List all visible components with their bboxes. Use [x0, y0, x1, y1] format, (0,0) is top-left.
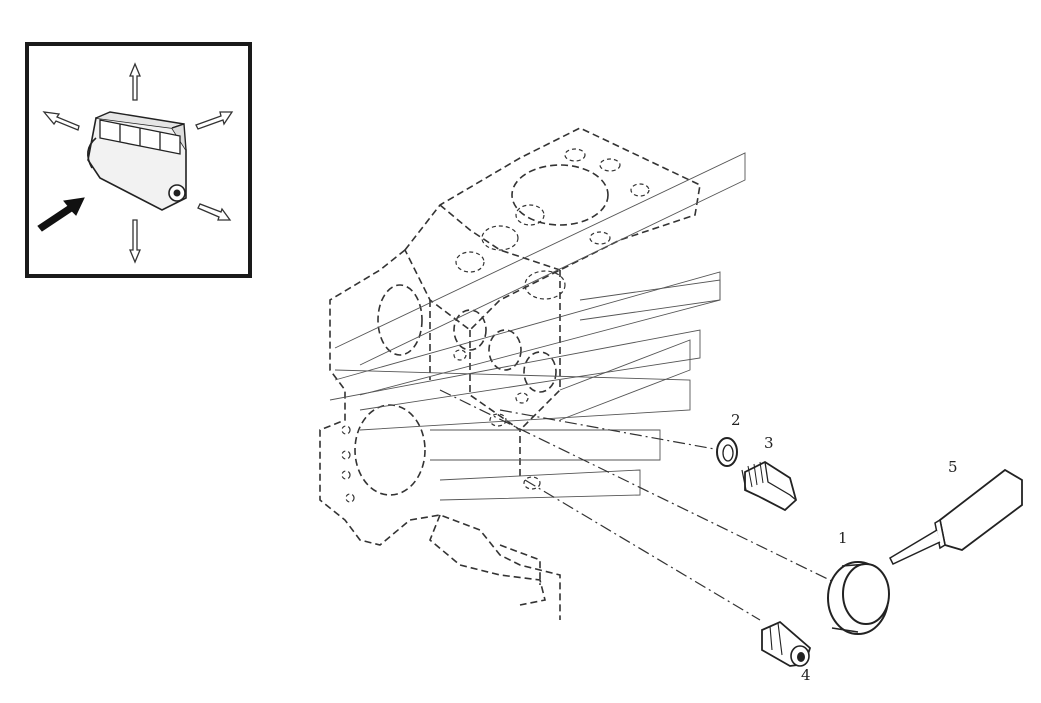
leader-lines [439, 389, 841, 621]
sealant-tube-part [889, 468, 1023, 565]
washer-part [716, 437, 738, 467]
callout-labels: 1 2 3 4 5 [731, 411, 958, 684]
callout-5: 5 [948, 458, 958, 476]
engine-block [319, 127, 746, 620]
fitting-part [761, 620, 812, 667]
callout-4: 4 [801, 666, 811, 684]
plug-bolt-part [741, 460, 798, 512]
callout-2: 2 [731, 411, 741, 429]
pointer-arrow-icon [37, 197, 85, 232]
arrow-icon [42, 62, 234, 264]
locator-inset [25, 42, 252, 278]
callout-3: 3 [764, 434, 774, 452]
seal-ring-part [827, 561, 890, 635]
engine-block-icon [87, 111, 187, 211]
callout-1: 1 [838, 529, 848, 547]
